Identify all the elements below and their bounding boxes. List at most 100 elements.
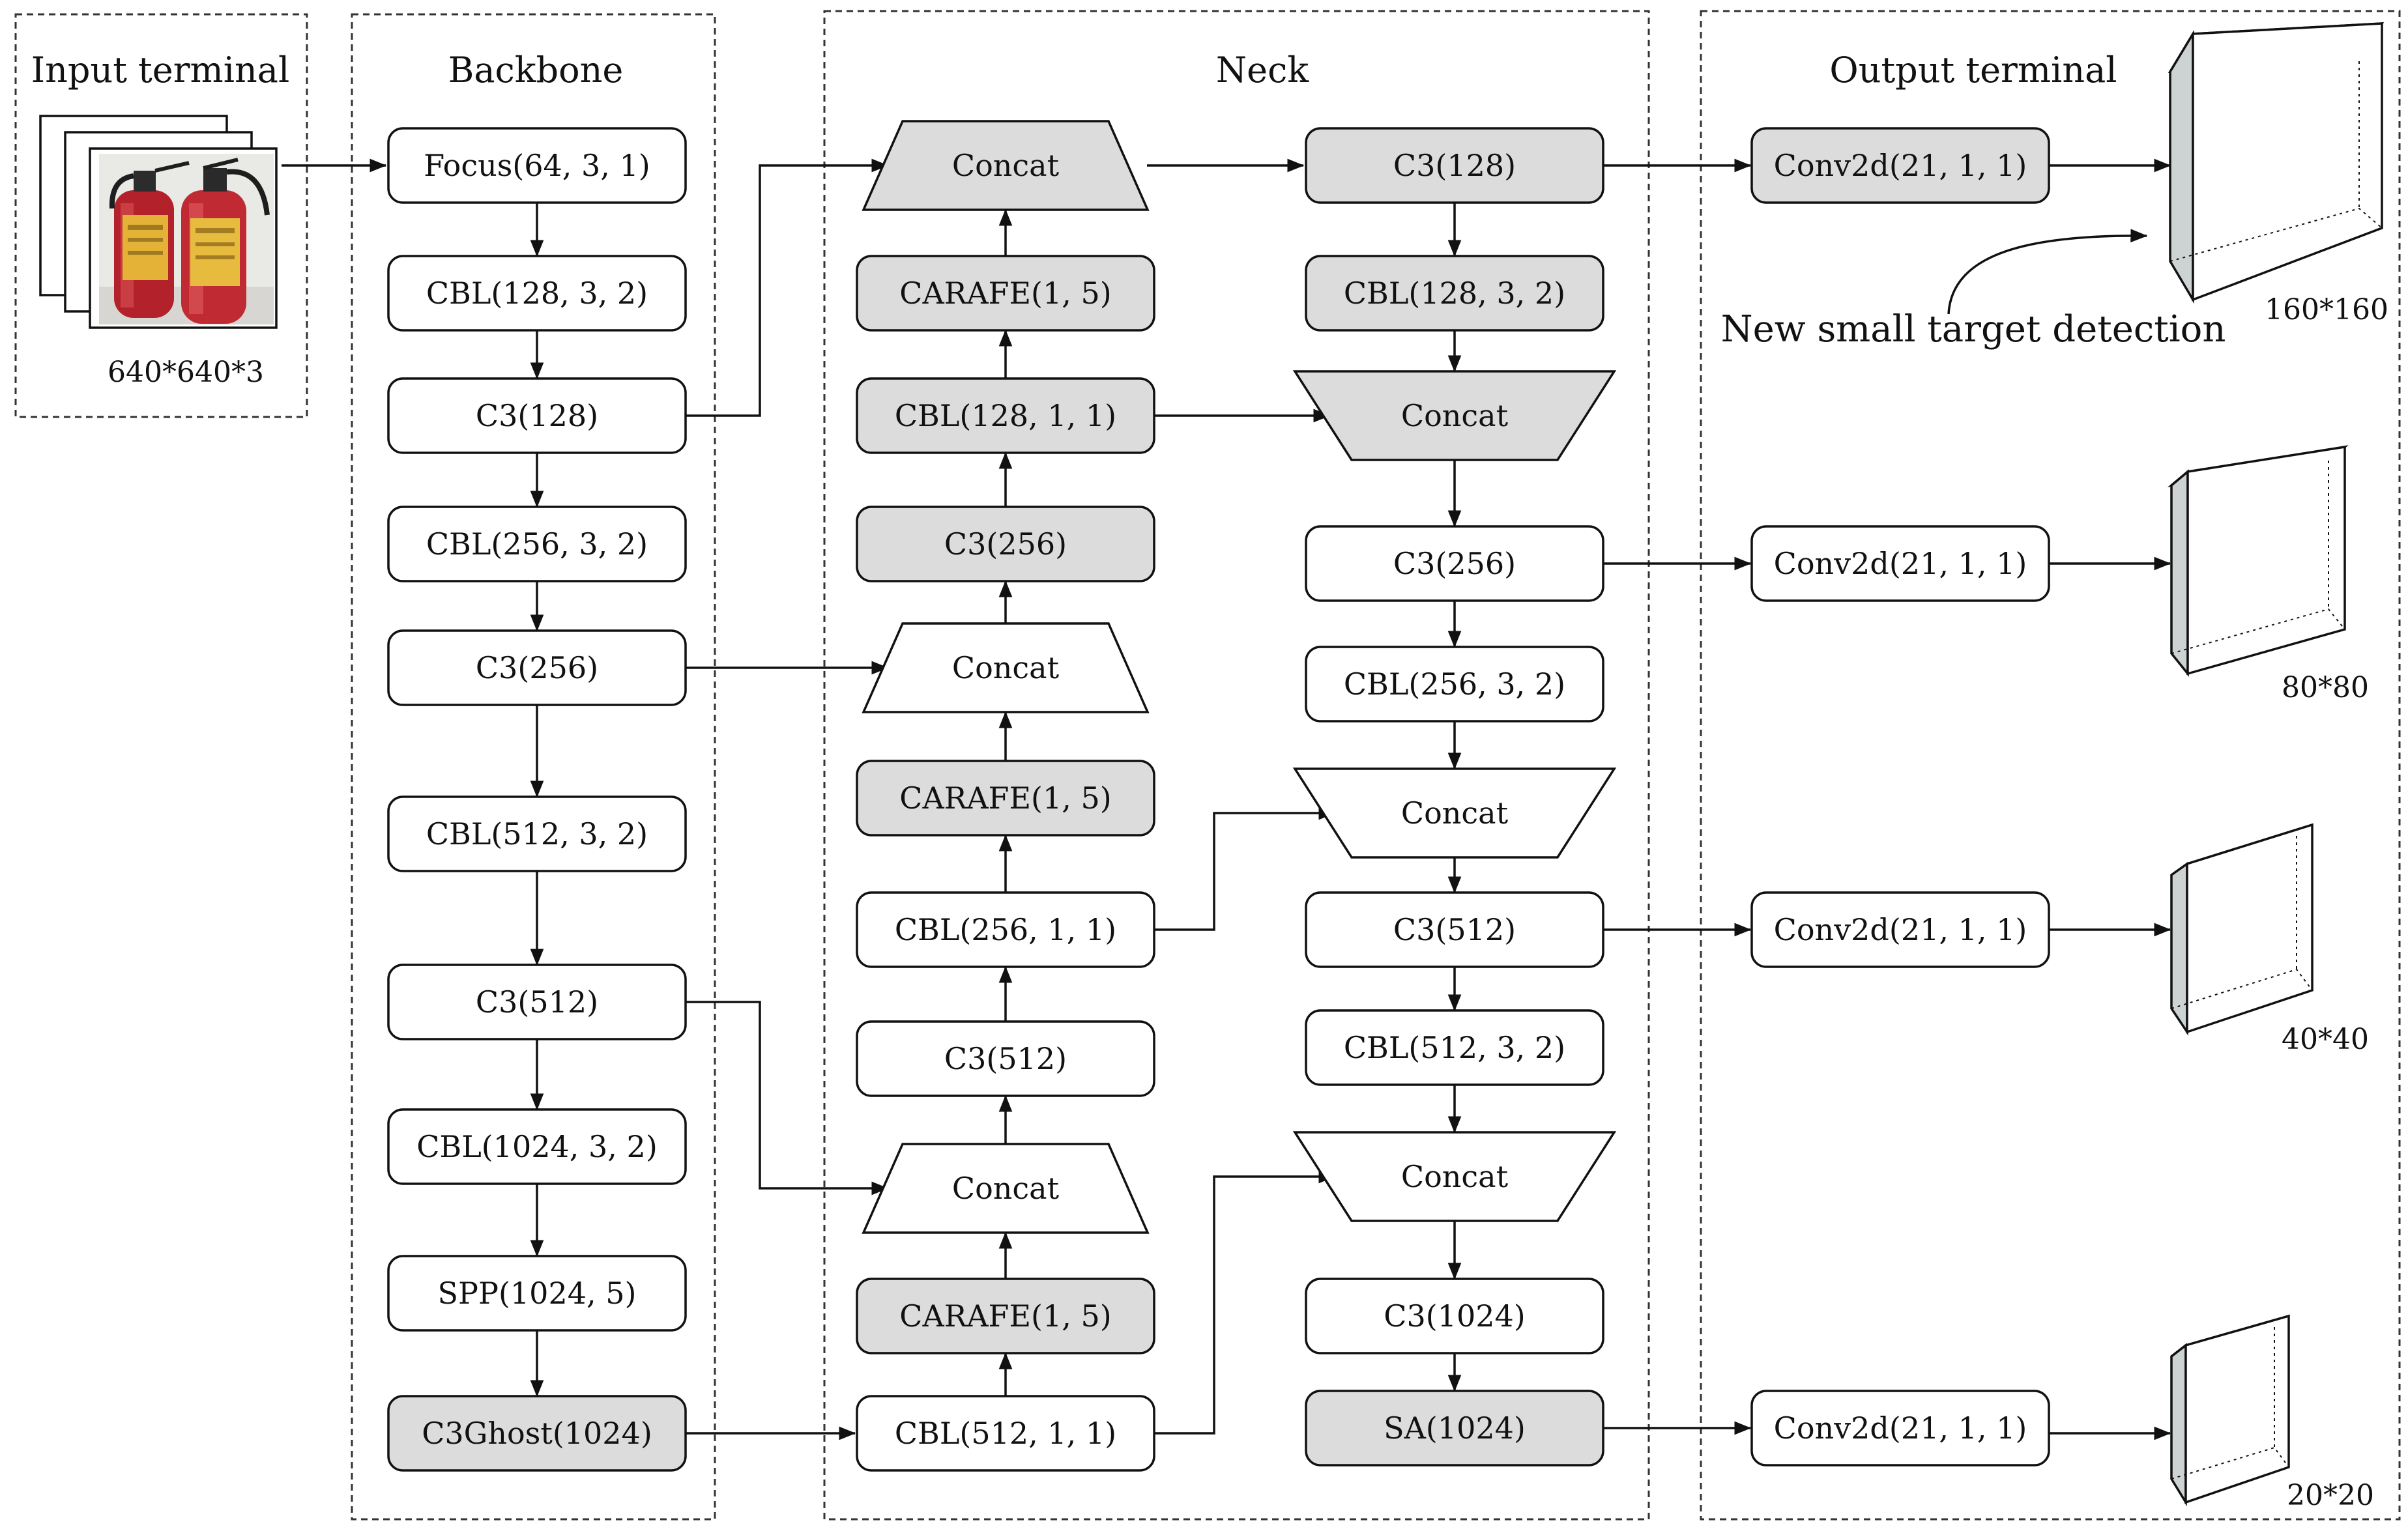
backbone-column: Focus(64, 3, 1) CBL(128, 3, 2) C3(128) CBL(… (387, 127, 687, 1472)
neck-left-node-cbl-128-1-1-2-label: CBL(128, 1, 1) (895, 398, 1116, 433)
neck-right-node-cbl-256-3-2-4-shape (1305, 646, 1604, 723)
backbone-node-focus-64-3-1-0: Focus(64, 3, 1) (387, 127, 687, 204)
output-conv2d-3: Conv2d(21, 1, 1) (1750, 1390, 2050, 1467)
backbone-node-c3-128-2-shape (387, 377, 687, 454)
backbone-section-frame (351, 13, 716, 1521)
neck-right-node-c3-128-0-label: C3(128) (1393, 148, 1516, 183)
neck-right-node-cbl-128-3-2-1: CBL(128, 3, 2) (1305, 255, 1604, 332)
neck-left-node-c3-512-7: C3(512) (856, 1020, 1155, 1097)
neck-right-node-c3-256-3-shape (1305, 525, 1604, 602)
neck-left-node-carafe-1-5-5: CARAFE(1, 5) (856, 760, 1155, 837)
neck-right-node-c3-256-3: C3(256) (1305, 525, 1604, 602)
backbone-node-c3-128-2: C3(128) (387, 377, 687, 454)
output-section-frame (1700, 10, 2401, 1521)
neck-left-node-concat-8-label: Concat (952, 1171, 1060, 1206)
backbone-node-c3-256-4-label: C3(256) (476, 650, 598, 685)
neck-right-node-cbl-512-3-2-7-label: CBL(512, 3, 2) (1344, 1030, 1565, 1065)
neck-left-node-concat-8-shape (862, 1143, 1150, 1234)
neck-left-node-cbl-512-1-1-10: CBL(512, 1, 1) (856, 1395, 1155, 1472)
neck-left-node-c3-256-3-label: C3(256) (944, 526, 1067, 562)
output-column: Conv2d(21, 1, 1) Conv2d(21, 1, 1) Conv2d(2… (1750, 127, 2050, 1467)
output-size-80: 80*80 (2282, 671, 2369, 704)
neck-right-node-cbl-256-3-2-4-label: CBL(256, 3, 2) (1344, 666, 1565, 702)
neck-left-node-concat-4-label: Concat (952, 650, 1060, 685)
neck-left-node-carafe-1-5-1: CARAFE(1, 5) (856, 255, 1155, 332)
input-image-stack (39, 115, 278, 329)
neck-right-node-cbl-128-3-2-1-label: CBL(128, 3, 2) (1344, 276, 1565, 311)
backbone-node-cbl-256-3-2-3-shape (387, 506, 687, 582)
output-cube-40 (2170, 823, 2314, 1036)
output-conv2d-3-shape (1750, 1390, 2050, 1467)
connectors (282, 158, 2171, 1440)
input-size-label: 640*640*3 (108, 356, 264, 389)
neck-left-node-concat-8: Concat (862, 1143, 1150, 1234)
output-conv2d-1-label: Conv2d(21, 1, 1) (1774, 546, 2027, 581)
neck-right-node-c3-512-6-shape (1305, 891, 1604, 968)
neck-left-node-cbl-256-1-1-6-shape (856, 891, 1155, 968)
output-size-20: 20*20 (2287, 1479, 2374, 1512)
neck-right-node-c3-512-6-label: C3(512) (1393, 912, 1516, 947)
neck-left-node-cbl-128-1-1-2-shape (856, 377, 1155, 454)
neck-right-node-c3-1024-9-shape (1305, 1278, 1604, 1354)
neck-right-node-cbl-256-3-2-4: CBL(256, 3, 2) (1305, 646, 1604, 723)
neck-left-node-cbl-512-1-1-10-shape (856, 1395, 1155, 1472)
neck-right-node-cbl-512-3-2-7-shape (1305, 1009, 1604, 1086)
backbone-node-focus-64-3-1-0-shape (387, 127, 687, 204)
backbone-section-title: Backbone (448, 50, 624, 91)
output-conv2d-2-label: Conv2d(21, 1, 1) (1774, 912, 2027, 947)
neck-left-node-c3-512-7-shape (856, 1020, 1155, 1097)
backbone-node-cbl-1024-3-2-7-shape (387, 1108, 687, 1185)
neck-right-node-c3-512-6: C3(512) (1305, 891, 1604, 968)
input-section-title: Input terminal (31, 50, 290, 91)
neck-right-node-concat-5: Concat (1292, 767, 1617, 859)
neck-left-node-carafe-1-5-1-shape (856, 255, 1155, 332)
backbone-node-c3ghost-1024-9: C3Ghost(1024) (387, 1395, 687, 1472)
backbone-node-cbl-128-3-2-1-shape (387, 255, 687, 332)
backbone-node-focus-64-3-1-0-label: Focus(64, 3, 1) (424, 148, 650, 183)
neck-left-node-c3-256-3: C3(256) (856, 506, 1155, 582)
backbone-node-cbl-256-3-2-3: CBL(256, 3, 2) (387, 506, 687, 582)
backbone-node-cbl-256-3-2-3-label: CBL(256, 3, 2) (426, 526, 648, 562)
output-conv2d-1: Conv2d(21, 1, 1) (1750, 525, 2050, 602)
output-conv2d-0: Conv2d(21, 1, 1) (1750, 127, 2050, 204)
output-conv2d-2: Conv2d(21, 1, 1) (1750, 891, 2050, 968)
neck-right-node-concat-2-shape (1292, 370, 1617, 461)
output-cube-160 (2168, 22, 2385, 304)
backbone-node-cbl-128-3-2-1-label: CBL(128, 3, 2) (426, 276, 648, 311)
neck-left-node-carafe-1-5-5-label: CARAFE(1, 5) (899, 780, 1111, 816)
backbone-node-c3-512-6-label: C3(512) (476, 984, 598, 1020)
neck-right-node-c3-1024-9: C3(1024) (1305, 1278, 1604, 1354)
neck-left-node-carafe-1-5-9-shape (856, 1278, 1155, 1354)
neck-left-node-cbl-256-1-1-6: CBL(256, 1, 1) (856, 891, 1155, 968)
neck-right-column: C3(128) CBL(128, 3, 2) Concat C3(256) CBL(25… (1292, 127, 1617, 1467)
output-conv2d-3-label: Conv2d(21, 1, 1) (1774, 1410, 2027, 1446)
neck-right-node-concat-5-shape (1292, 767, 1617, 859)
backbone-node-cbl-512-3-2-5-label: CBL(512, 3, 2) (426, 816, 648, 851)
backbone-node-spp-1024-5-8-shape (387, 1255, 687, 1332)
output-conv2d-0-shape (1750, 127, 2050, 204)
backbone-node-cbl-1024-3-2-7-label: CBL(1024, 3, 2) (416, 1129, 658, 1164)
backbone-node-spp-1024-5-8: SPP(1024, 5) (387, 1255, 687, 1332)
neck-left-node-c3-512-7-label: C3(512) (944, 1041, 1067, 1076)
neck-left-node-cbl-128-1-1-2: CBL(128, 1, 1) (856, 377, 1155, 454)
neck-left-node-concat-0-shape (862, 120, 1150, 211)
backbone-node-cbl-128-3-2-1: CBL(128, 3, 2) (387, 255, 687, 332)
neck-left-node-concat-4-shape (862, 622, 1150, 713)
output-section-title: Output terminal (1829, 50, 2117, 91)
neck-left-node-concat-4: Concat (862, 622, 1150, 713)
backbone-node-cbl-512-3-2-5-shape (387, 795, 687, 872)
backbone-node-c3-512-6: C3(512) (387, 964, 687, 1040)
neck-left-node-carafe-1-5-9-label: CARAFE(1, 5) (899, 1298, 1111, 1334)
output-conv2d-2-shape (1750, 891, 2050, 968)
backbone-node-c3-256-4-shape (387, 629, 687, 706)
neck-right-node-sa-1024-10: SA(1024) (1305, 1390, 1604, 1467)
output-size-40: 40*40 (2282, 1023, 2369, 1056)
neck-left-node-cbl-256-1-1-6-label: CBL(256, 1, 1) (895, 912, 1116, 947)
neck-right-node-concat-8-label: Concat (1401, 1159, 1509, 1194)
neck-right-node-c3-128-0-shape (1305, 127, 1604, 204)
neck-right-node-c3-256-3-label: C3(256) (1393, 546, 1516, 581)
neck-section-title: Neck (1216, 50, 1309, 91)
neck-left-node-carafe-1-5-1-label: CARAFE(1, 5) (899, 276, 1111, 311)
